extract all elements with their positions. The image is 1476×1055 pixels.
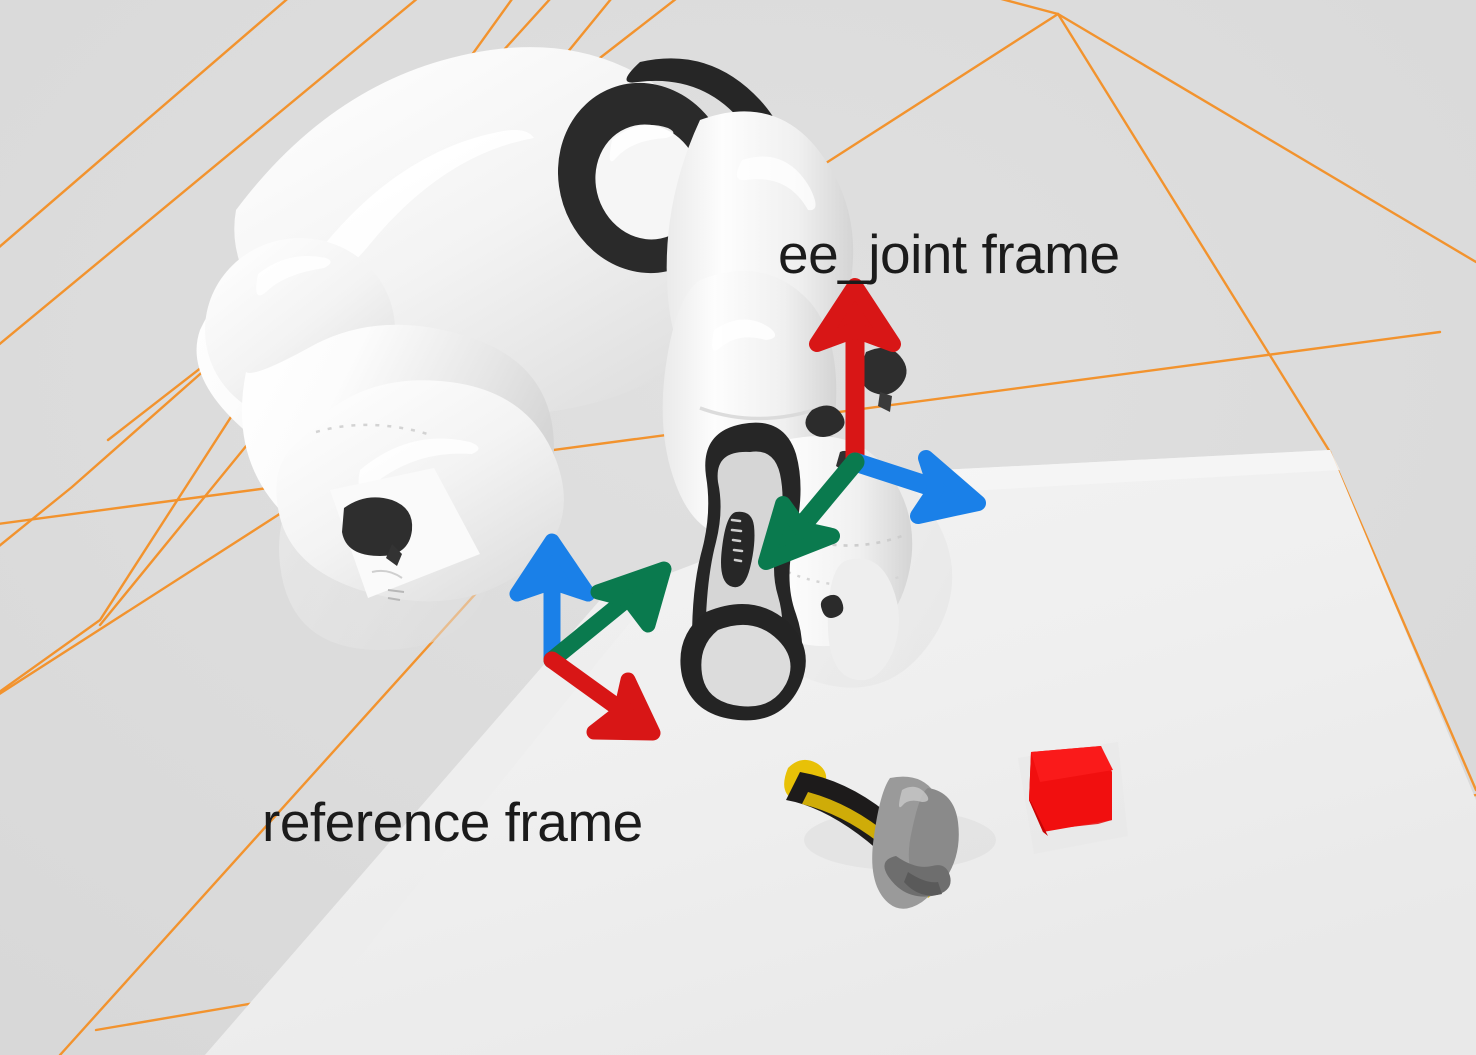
reference-axis-y <box>543 561 672 669</box>
hammer-object <box>784 759 996 909</box>
ee-joint-axis-z <box>845 450 986 524</box>
ee-joint-axis-y <box>758 452 865 570</box>
wrist-sensor <box>861 347 907 412</box>
ee-joint-axis-x <box>809 278 901 472</box>
reference-axis-z <box>509 533 596 669</box>
red-cube <box>1018 742 1128 854</box>
ee-joint-frame-label: ee_joint frame <box>778 223 1120 285</box>
reference-axis-x <box>543 651 661 741</box>
table <box>205 450 1476 1055</box>
reference-frame-label: reference frame <box>262 791 643 853</box>
dark-tool <box>680 422 844 721</box>
reference-frame <box>509 533 672 741</box>
ee-joint-frame <box>758 278 986 570</box>
